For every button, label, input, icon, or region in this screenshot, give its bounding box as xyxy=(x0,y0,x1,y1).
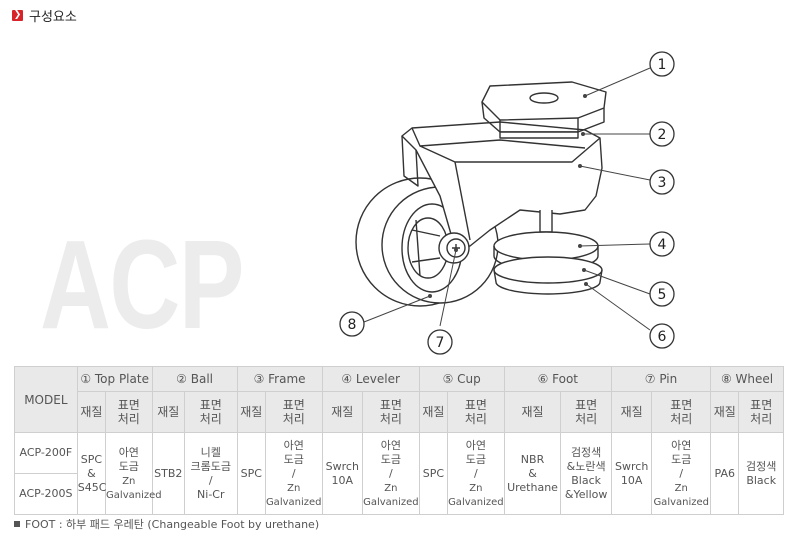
material-header: 재질 xyxy=(236,391,266,433)
group-leveler: ④ Leveler xyxy=(321,366,420,392)
chevron-right-icon: ❯ xyxy=(12,9,23,21)
top-plate xyxy=(481,81,607,121)
watermark-text: ACP xyxy=(40,214,244,355)
frame-material: SPC xyxy=(236,432,266,515)
material-header: 재질 xyxy=(503,391,562,433)
callout-8 xyxy=(339,311,365,337)
group-top-plate: ① Top Plate xyxy=(76,366,153,392)
callout-8-label: 8 xyxy=(348,317,357,333)
leveler xyxy=(539,210,553,233)
callout-5 xyxy=(649,281,675,307)
footnote: FOOT : 하부 패드 우레탄 (Changeable Foot by ure… xyxy=(14,516,319,532)
frame xyxy=(401,121,603,249)
group-ball: ② Ball xyxy=(151,366,238,392)
model-cell: ACP-200F xyxy=(14,432,78,474)
callout-6 xyxy=(649,323,675,349)
group-pin: ⑦ Pin xyxy=(610,366,712,392)
section-title: 구성요소 xyxy=(29,9,77,25)
callout-3-label: 3 xyxy=(658,175,667,191)
cup-material: SPC xyxy=(418,432,449,515)
wheel-material: PA6 xyxy=(710,432,740,515)
callout-5-label: 5 xyxy=(658,287,667,303)
material-header: 재질 xyxy=(321,391,364,433)
callout-4 xyxy=(649,231,675,257)
spec-table: MODEL ① Top Plate ② Ball ③ Frame ④ Level… xyxy=(14,366,784,515)
callout-6-label: 6 xyxy=(658,329,667,345)
group-cup: ⑤ Cup xyxy=(418,366,505,392)
material-header: 재질 xyxy=(418,391,449,433)
callout-4-label: 4 xyxy=(658,237,667,253)
model-header: MODEL xyxy=(14,366,78,433)
callout-1 xyxy=(649,51,675,77)
foot-material: NBR&Urethane xyxy=(503,432,562,515)
model-cell: ACP-200S xyxy=(14,473,78,515)
ball-material: STB2 xyxy=(151,432,185,515)
material-header: 재질 xyxy=(710,391,740,433)
top-plate-material: SPC&S45C xyxy=(76,432,106,515)
callout-1-label: 1 xyxy=(658,57,667,73)
material-header: 재질 xyxy=(151,391,185,433)
callout-2 xyxy=(649,121,675,147)
callout-2-label: 2 xyxy=(658,127,667,143)
caster-diagram: 1 2 3 4 5 6 7 8 xyxy=(339,51,675,355)
callout-7-label: 7 xyxy=(436,335,445,351)
square-bullet-icon xyxy=(14,521,20,527)
material-header: 재질 xyxy=(76,391,107,433)
callout-3 xyxy=(649,169,675,195)
group-foot: ⑥ Foot xyxy=(503,366,612,392)
group-frame: ③ Frame xyxy=(236,366,323,392)
callout-7 xyxy=(427,329,453,355)
footnote-text: FOOT : 하부 패드 우레탄 (Changeable Foot by ure… xyxy=(25,518,320,531)
material-header: 재질 xyxy=(610,391,653,433)
ball xyxy=(499,131,579,139)
group-wheel: ⑧ Wheel xyxy=(710,366,784,392)
section-header: ❯ 구성요소 xyxy=(12,6,77,25)
